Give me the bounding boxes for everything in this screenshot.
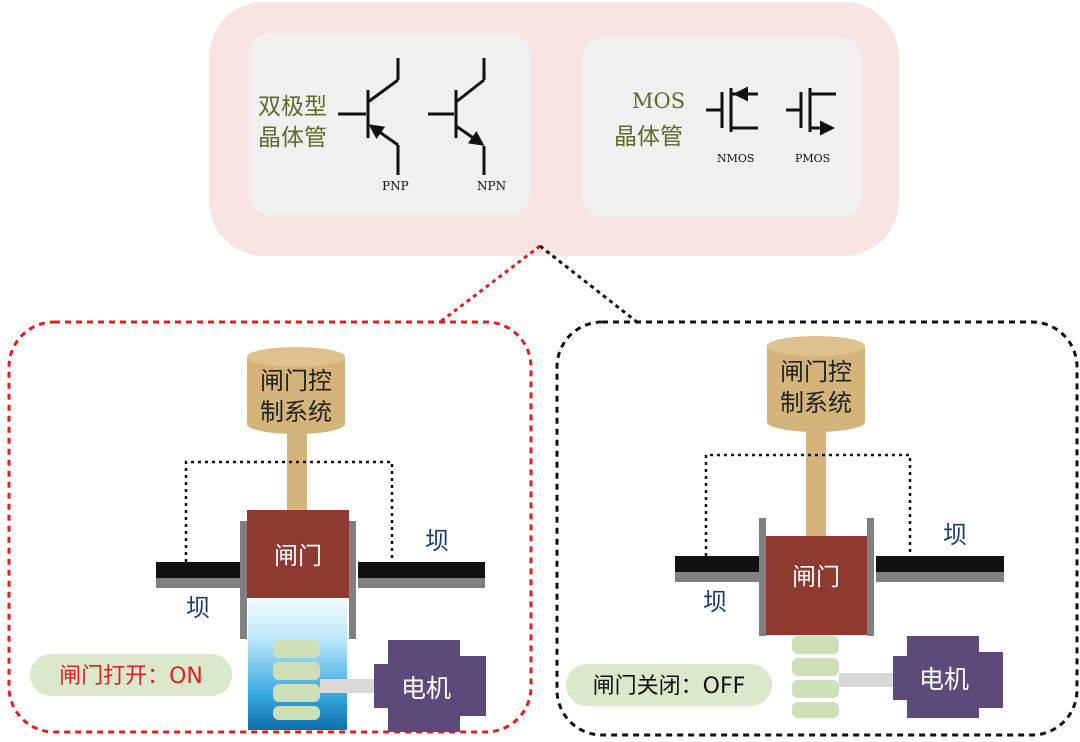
left-status-pill xyxy=(30,654,232,696)
connector-left xyxy=(439,244,541,324)
connector-right xyxy=(539,244,638,324)
right-status-label: 闸门关闭：OFF xyxy=(593,674,746,699)
right-dam-label-left: 坝 xyxy=(703,588,727,616)
right-dam-right xyxy=(876,556,1004,572)
pmos-label: PMOS xyxy=(795,152,830,165)
left-status-label: 闸门打开：ON xyxy=(59,664,203,689)
npn-symbol xyxy=(428,58,486,175)
left-dam-right xyxy=(358,562,485,578)
right-control-label-1: 闸门控 xyxy=(780,358,852,386)
right-control-wire xyxy=(704,453,912,556)
left-dam-right-base xyxy=(358,578,485,588)
pnp-symbol xyxy=(338,58,400,175)
right-motor xyxy=(893,636,1003,718)
nmos-label: NMOS xyxy=(717,152,754,165)
right-gate-label: 闸门 xyxy=(792,563,840,591)
left-gate-rail-right xyxy=(349,521,356,639)
nmos-symbol xyxy=(706,86,758,132)
left-gate xyxy=(247,510,349,598)
right-dam-right-base xyxy=(876,572,1004,582)
mos-label-line2: 晶体管 xyxy=(614,124,683,150)
right-dam-left-base xyxy=(675,572,759,582)
pnp-label: PNP xyxy=(382,179,409,193)
bipolar-box xyxy=(249,33,530,215)
left-gate-rail-left xyxy=(240,521,247,639)
left-dam-label-right: 坝 xyxy=(425,527,449,555)
bipolar-label-line2: 晶体管 xyxy=(258,125,327,151)
right-control-system xyxy=(767,336,865,538)
right-gate-rail-right xyxy=(867,518,874,636)
left-motor xyxy=(374,640,486,732)
left-gear-stack xyxy=(273,640,320,720)
right-gate xyxy=(766,536,867,635)
left-panel-border xyxy=(7,320,533,734)
right-control-label-2: 制系统 xyxy=(780,389,852,417)
left-motor-shaft xyxy=(320,679,378,693)
pmos-symbol xyxy=(786,88,836,136)
left-gate-label: 闸门 xyxy=(274,542,322,570)
bipolar-label-line1: 双极型 xyxy=(258,94,327,120)
npn-label: NPN xyxy=(477,179,506,193)
left-dam-left-base xyxy=(156,578,240,588)
right-dam-left xyxy=(675,556,759,572)
left-dam-label-left: 坝 xyxy=(186,594,210,622)
right-motor-shaft xyxy=(839,673,897,687)
left-control-label-2: 制系统 xyxy=(260,398,332,426)
right-gate-rail-left xyxy=(759,518,766,636)
left-dam-left xyxy=(156,562,240,578)
left-control-system xyxy=(247,347,345,512)
right-dam-label-right: 坝 xyxy=(943,521,967,549)
left-control-label-1: 闸门控 xyxy=(260,367,332,395)
right-status-pill xyxy=(566,664,772,706)
right-panel-border xyxy=(555,320,1079,737)
left-motor-label: 电机 xyxy=(401,674,451,703)
left-control-wire xyxy=(184,460,394,562)
mos-label-line1: MOS xyxy=(632,89,685,113)
right-motor-label: 电机 xyxy=(919,665,969,694)
right-gear-stack xyxy=(792,636,839,718)
